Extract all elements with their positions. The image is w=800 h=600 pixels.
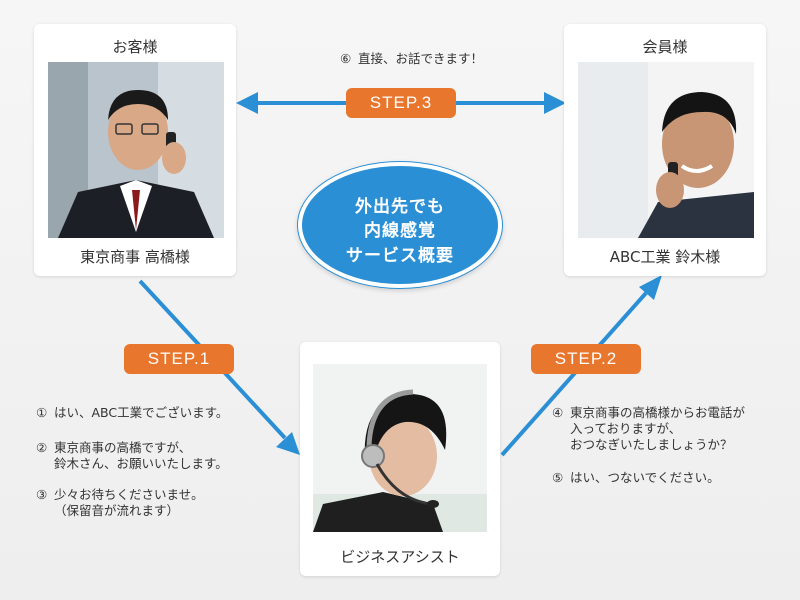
left-note-1-num: ① <box>36 405 48 420</box>
assistant-card: ビジネスアシスト <box>300 342 500 576</box>
service-overview-badge <box>298 162 502 288</box>
right-note-5-num: ⑤ <box>552 470 564 485</box>
left-note-3-line1: 少々お待ちくださいませ。 <box>54 487 204 502</box>
left-note-3-num: ③ <box>36 487 48 502</box>
right-note-5: ⑤ はい、つないでください。 <box>552 470 720 486</box>
right-note-4-line3: おつなぎいたしましょうか？ <box>570 437 733 452</box>
left-note-3: ③ 少々お待ちくださいませ。 （保留音が流れます） <box>36 487 204 519</box>
step3-note-num: ⑥ <box>340 51 352 66</box>
arrow-step2 <box>500 275 662 457</box>
left-note-1: ① はい、ABC工業でございます。 <box>36 405 228 421</box>
assistant-photo <box>313 364 487 532</box>
center-line-1: 外出先でも <box>355 197 445 217</box>
step1-label: STEP.1 <box>124 344 234 374</box>
center-line-3: サービス概要 <box>346 246 454 266</box>
step3-note-text: 直接、お話できます！ <box>358 51 484 66</box>
right-note-4-line1: 東京商事の高橋様からお電話が <box>570 405 746 420</box>
right-note-5-line1: はい、つないでください。 <box>570 470 720 485</box>
customer-name: 東京商事 高橋様 <box>80 248 190 266</box>
left-note-2-num: ② <box>36 440 48 455</box>
center-line-2: 内線感覚 <box>364 221 436 241</box>
left-note-1-line1: はい、ABC工業でございます。 <box>54 405 229 420</box>
step3-note: ⑥ 直接、お話できます！ <box>340 51 483 67</box>
customer-card: お客様 東京商事 高橋様 <box>34 24 236 276</box>
left-note-2-line2: 鈴木さん、お願いいたします。 <box>54 456 228 471</box>
step3-label: STEP.3 <box>346 88 456 118</box>
step2-label: STEP.2 <box>531 344 641 374</box>
left-note-2-line1: 東京商事の高橋ですが、 <box>54 440 192 455</box>
assistant-name: ビジネスアシスト <box>340 548 460 566</box>
left-note-2: ② 東京商事の高橋ですが、 鈴木さん、お願いいたします。 <box>36 440 228 472</box>
customer-title: お客様 <box>112 38 158 56</box>
right-note-4: ④ 東京商事の高橋様からお電話が 入っておりますが、 おつなぎいたしましょうか？ <box>552 405 745 453</box>
customer-photo <box>48 62 224 238</box>
member-photo <box>578 62 754 238</box>
member-title: 会員様 <box>642 38 688 56</box>
member-name: ABC工業 鈴木様 <box>609 248 721 266</box>
left-note-3-line2: （保留音が流れます） <box>54 503 180 518</box>
right-note-4-line2: 入っておりますが、 <box>570 421 682 436</box>
right-note-4-num: ④ <box>552 405 564 420</box>
member-card: 会員様 ABC工業 鈴木様 <box>564 24 766 276</box>
